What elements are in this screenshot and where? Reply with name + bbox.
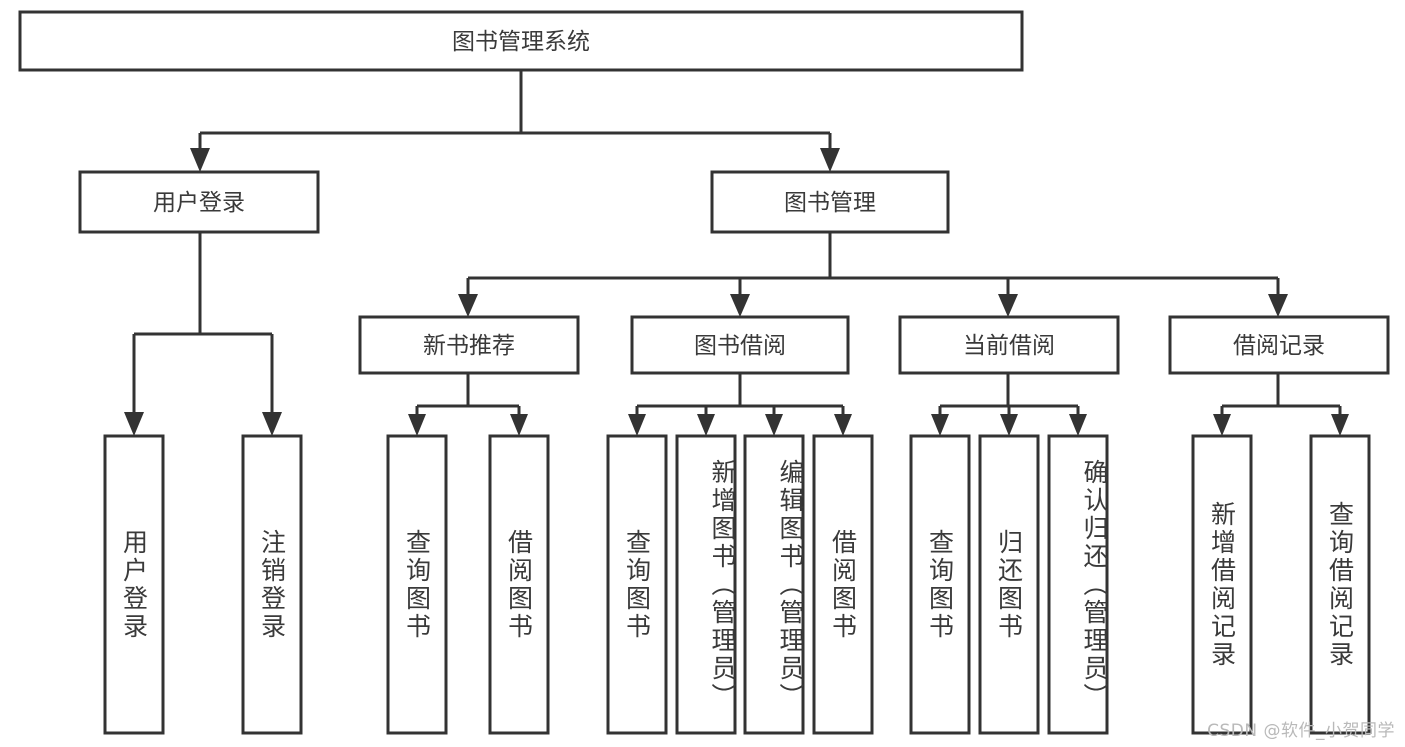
node-new-book-recommend[interactable] (358, 315, 580, 375)
node-root-label: 图书管理系统 (452, 29, 590, 55)
arrow-to-current-borrow (998, 294, 1018, 317)
arrow-to-leaf-user-login (124, 412, 144, 436)
node-current-borrow[interactable] (898, 315, 1120, 375)
node-new-book-recommend-label: 新书推荐 (423, 333, 515, 359)
arrow-to-leaf-query-book-2 (628, 414, 646, 436)
arrow-to-leaf-confirm-return (1069, 414, 1087, 436)
arrow-to-leaf-logout-login (262, 412, 282, 436)
arrow-to-leaf-edit-book (765, 414, 783, 436)
node-leaf-add-book[interactable] (675, 434, 737, 735)
node-book-borrow[interactable] (630, 315, 850, 375)
node-leaf-query-book-3[interactable] (909, 434, 971, 735)
arrow-to-leaf-query-book-3 (931, 414, 949, 436)
arrow-to-leaf-query-record (1331, 414, 1349, 436)
node-borrow-record[interactable] (1168, 315, 1390, 375)
node-borrow-record-label: 借阅记录 (1233, 333, 1325, 359)
node-root[interactable] (18, 10, 1024, 72)
arrow-to-borrow-record (1268, 294, 1288, 317)
arrowhead-layer (124, 148, 1349, 436)
node-book-management-label: 图书管理 (784, 190, 876, 216)
arrow-to-leaf-return-book (1000, 414, 1018, 436)
node-book-management[interactable] (710, 170, 950, 234)
node-user-login[interactable] (78, 170, 320, 234)
arrow-to-book-borrow (730, 294, 750, 317)
arrow-to-leaf-borrow-book-2 (834, 414, 852, 436)
node-layer: 图书管理系统 用户登录 图书管理 新书推荐 图书借阅 当前借阅 借阅记录 (18, 10, 1390, 735)
node-leaf-borrow-book-1[interactable] (488, 434, 550, 735)
arrow-to-user-login (190, 148, 210, 172)
node-leaf-add-record[interactable] (1191, 434, 1253, 735)
arrow-to-leaf-add-record (1213, 414, 1231, 436)
node-leaf-borrow-book-2[interactable] (812, 434, 874, 735)
node-book-borrow-label: 图书借阅 (694, 333, 786, 359)
node-leaf-query-record[interactable] (1309, 434, 1371, 735)
arrow-to-new-book-recommend (458, 294, 478, 317)
node-leaf-query-book-1[interactable] (386, 434, 448, 735)
arrow-to-leaf-query-book-1 (408, 414, 426, 436)
node-leaf-logout-login[interactable] (241, 434, 303, 735)
node-leaf-user-login[interactable] (103, 434, 165, 735)
node-leaf-edit-book[interactable] (743, 434, 805, 735)
arrow-to-leaf-borrow-book-1 (510, 414, 528, 436)
node-leaf-return-book[interactable] (978, 434, 1040, 735)
node-leaf-confirm-return[interactable] (1047, 434, 1109, 735)
csdn-watermark: CSDN @软件_小贺同学 (1207, 721, 1395, 741)
node-current-borrow-label: 当前借阅 (963, 333, 1055, 359)
node-leaf-query-book-2[interactable] (606, 434, 668, 735)
arrow-to-book-management (820, 148, 840, 172)
arrow-to-leaf-add-book (697, 414, 715, 436)
node-user-login-label: 用户登录 (153, 190, 245, 216)
